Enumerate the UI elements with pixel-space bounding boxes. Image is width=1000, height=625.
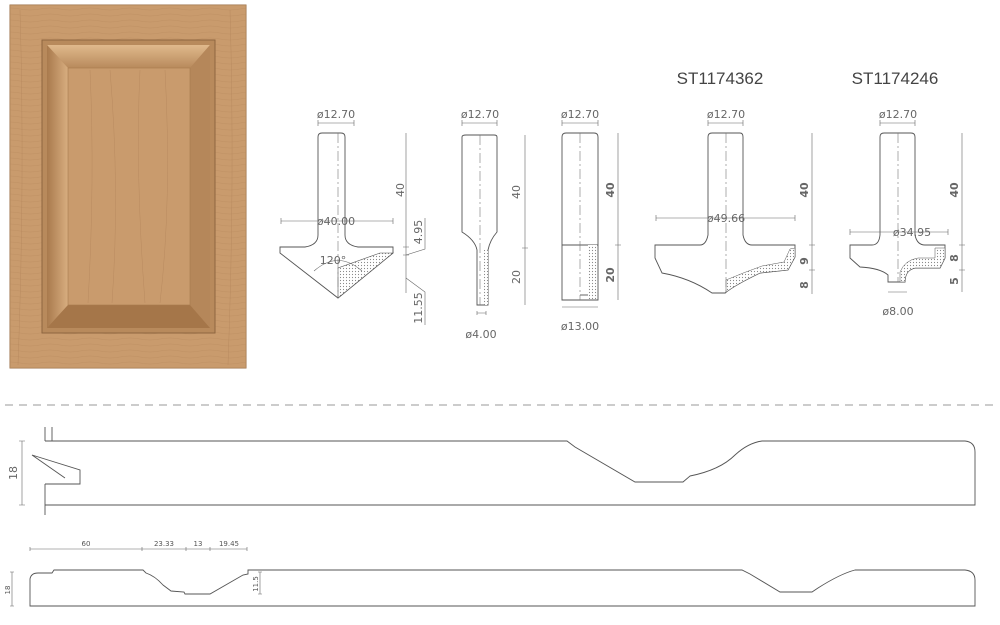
angle-label: 120°: [320, 254, 347, 267]
dim-a-label: 9: [798, 257, 811, 265]
cut-diameter-label: ø49.66: [707, 212, 745, 225]
cut-diameter-label: ø40.00: [317, 215, 355, 228]
dim-label: 19.45: [219, 540, 239, 548]
dim-a-label: 8: [948, 254, 961, 262]
panel-profile-small: 18 60 23.33 13 19.45 11.5: [4, 540, 976, 607]
bearing-diameter-label: ø8.00: [882, 305, 913, 318]
dim-b-label: 11.55: [412, 292, 425, 324]
dim-label: 60: [82, 540, 91, 548]
depth-label: 11.5: [252, 576, 260, 592]
dim-label: 13: [194, 540, 203, 548]
dim-a-label: 4.95: [412, 220, 425, 245]
shank-diameter-label: ø12.70: [879, 108, 917, 121]
cut-diameter-label: ø13.00: [561, 320, 599, 333]
cut-height-label: 20: [510, 270, 523, 284]
cut-diameter-label: ø4.00: [465, 328, 496, 341]
thickness-label: 18: [7, 466, 20, 480]
panel-profile-large: 18: [7, 427, 976, 515]
router-bit-straight-13: ø12.70 40 20 ø13.00: [561, 108, 621, 333]
cut-height-label: 20: [604, 267, 617, 283]
dim-b-label: 8: [798, 281, 811, 289]
bit-title: ST1174362: [677, 69, 764, 88]
height-label: 40: [604, 182, 617, 198]
bit-title: ST1174246: [852, 69, 939, 88]
shank-diameter-label: ø12.70: [461, 108, 499, 121]
thickness-label: 18: [4, 586, 12, 595]
router-bit-st1174246: ST1174246 ø12.70 ø34.95 40 8 5 ø8.00: [849, 69, 965, 318]
router-bit-straight-small: ø12.70 40 20 ø4.00: [461, 108, 528, 341]
router-bit-v-groove: ø12.70 ø40.00 120° 40 4.95 11.55: [279, 108, 426, 325]
shank-diameter-label: ø12.70: [317, 108, 355, 121]
height-label: 40: [798, 182, 811, 198]
shank-diameter-label: ø12.70: [561, 108, 599, 121]
height-label: 40: [948, 182, 961, 198]
height-label: 40: [394, 183, 407, 197]
router-bit-st1174362: ST1174362 ø12.70 ø49.66 40 9 8: [654, 69, 815, 294]
shank-diameter-label: ø12.70: [707, 108, 745, 121]
height-label: 40: [510, 185, 523, 199]
dim-b-label: 5: [948, 277, 961, 285]
cabinet-door-image: [9, 4, 247, 369]
cut-diameter-label: ø34.95: [893, 226, 931, 239]
dim-label: 23.33: [154, 540, 174, 548]
